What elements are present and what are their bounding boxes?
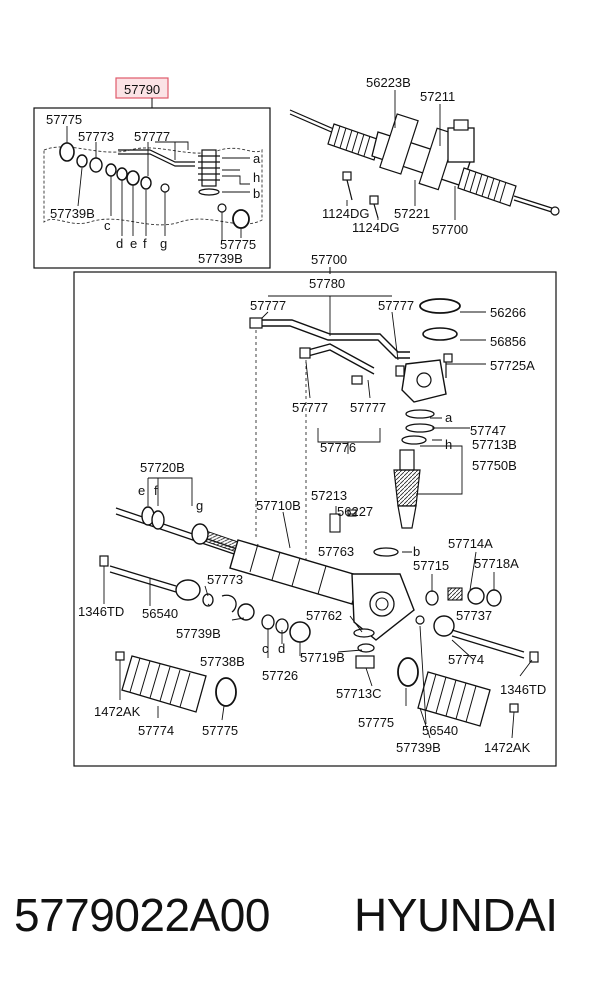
label: d (116, 236, 123, 251)
label: a (445, 410, 453, 425)
label: 57775 (220, 237, 256, 252)
label: 1472AK (94, 704, 141, 719)
svg-text:57790: 57790 (124, 82, 160, 97)
label: 57747 (470, 423, 506, 438)
label: 57776 (320, 440, 356, 455)
label: 56266 (490, 305, 526, 320)
label: 57718A (474, 556, 519, 571)
label: h (445, 437, 452, 452)
label: b (253, 186, 260, 201)
label: 57763 (318, 544, 354, 559)
label: 57713C (336, 686, 382, 701)
label: 57738B (200, 654, 245, 669)
label: f (143, 236, 147, 251)
label: 57773 (78, 129, 114, 144)
exploded-view-box: 57780 57777 57777 56266 56856 57725A 577… (73, 271, 557, 767)
label: 57739B (176, 626, 221, 641)
label: 56540 (142, 606, 178, 621)
footer: 5779022A00 HYUNDAI (0, 880, 600, 950)
label: 57739B (50, 206, 95, 221)
label: 56856 (490, 334, 526, 349)
label: 1472AK (484, 740, 531, 755)
kit-57790-box: 57775 57773 57777 57739B c d e f g a h b… (33, 107, 271, 269)
label: 57700 (432, 222, 468, 237)
label: 57710B (256, 498, 301, 513)
label: b (413, 544, 420, 559)
label: 57777 (250, 298, 286, 313)
label: 57213 (311, 488, 347, 503)
highlight-label[interactable]: 57790 (115, 77, 169, 99)
label: 57773 (207, 572, 243, 587)
label: 57775 (358, 715, 394, 730)
label: 57725A (490, 358, 535, 373)
label: g (160, 236, 167, 251)
label: e (138, 483, 145, 498)
label: e (130, 236, 137, 251)
label: 57774 (138, 723, 174, 738)
label: 57777 (292, 400, 328, 415)
brand-name: HYUNDAI (354, 889, 558, 941)
label: 57750B (472, 458, 517, 473)
label: 56540 (422, 723, 458, 738)
label: 1346TD (500, 682, 546, 697)
label: 57221 (394, 206, 430, 221)
label: 1346TD (78, 604, 124, 619)
main-title: 57700 (311, 252, 347, 267)
label: 57775 (46, 112, 82, 127)
label: a (253, 151, 261, 166)
label: 57720B (140, 460, 185, 475)
label: f (154, 483, 158, 498)
label: 1124DG (352, 220, 399, 235)
label: 57777 (350, 400, 386, 415)
label: 57777 (378, 298, 414, 313)
part-number: 5779022A00 (14, 889, 270, 941)
label: 57762 (306, 608, 342, 623)
label: 57715 (413, 558, 449, 573)
label: c (104, 218, 111, 233)
label: 57714A (448, 536, 493, 551)
label: 57713B (472, 437, 517, 452)
steering-gear-assembly-top: 56223B 57211 1124DG 1124DG 57221 57700 (289, 75, 560, 237)
label: 57774 (448, 652, 484, 667)
label: 1124DG (322, 206, 369, 221)
label: 57737 (456, 608, 492, 623)
label: 57719B (300, 650, 345, 665)
label: 57739B (198, 251, 243, 266)
label: h (253, 170, 260, 185)
label: 56227 (337, 504, 373, 519)
label: 57775 (202, 723, 238, 738)
label: d (278, 641, 285, 656)
label: 57739B (396, 740, 441, 755)
label: 57211 (420, 89, 455, 104)
label: 56223B (366, 75, 411, 90)
label: 57777 (134, 129, 170, 144)
label: g (196, 498, 203, 513)
label: c (262, 641, 269, 656)
label: 57726 (262, 668, 298, 683)
group-label: 57780 (309, 276, 345, 291)
